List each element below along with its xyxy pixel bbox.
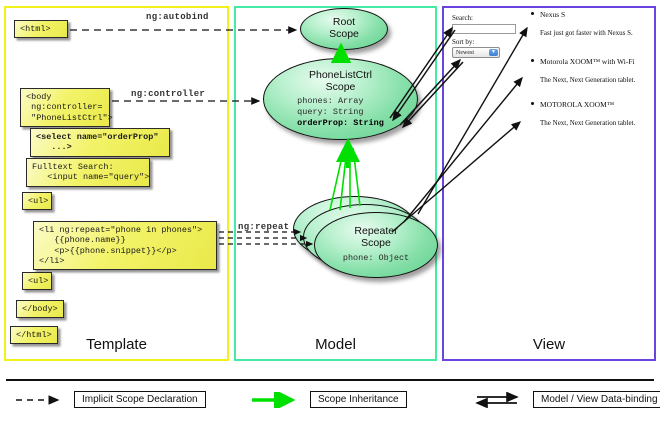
phone-name: MOTOROLA XOOM™	[540, 100, 615, 109]
edge-label-ng-controller: ng:controller	[131, 89, 206, 99]
legend-label-implicit-scope-declaration: Implicit Scope Declaration	[74, 391, 206, 408]
scope-prop-orderprop: orderProp: String	[297, 117, 384, 128]
panel-model-label: Model	[315, 336, 356, 353]
scope-prop-phones: phones: Array	[297, 96, 364, 107]
scope-prop-query: query: String	[297, 106, 364, 117]
code-box-html-open: <html>	[14, 20, 68, 39]
legend-label-scope-inheritance: Scope Inheritance	[310, 391, 407, 408]
edge-label-ng-autobind: ng:autobind	[146, 12, 209, 22]
code-box-select: <select name="orderProp" ...>	[30, 128, 170, 157]
bullet-icon	[531, 12, 534, 15]
green-arrow-icon	[250, 388, 302, 411]
chevron-down-icon[interactable]: ▼	[489, 49, 498, 56]
legend-item-model-view-data-binding: Model / View Data-binding	[473, 391, 660, 408]
phone-name: Nexus S	[540, 10, 566, 19]
view-search-label: Search:	[452, 14, 473, 22]
legend-item-implicit-scope-declaration: Implicit Scope Declaration	[14, 391, 206, 408]
legend-divider	[6, 379, 654, 381]
legend-label-model-view-data-binding: Model / View Data-binding	[533, 391, 660, 408]
code-box-li-ng-repeat: <li ng:repeat="phone in phones"> {{phone…	[33, 221, 217, 271]
sort-by-selected-value: Newest	[456, 49, 474, 56]
search-input[interactable]	[452, 24, 516, 34]
scope-prop-phone: phone: Object	[342, 252, 410, 263]
code-box-ul-close: <ul>	[22, 272, 52, 291]
scope-phonelistctrl-props: phones: Array query: String orderProp: S…	[297, 96, 384, 128]
code-box-html-close: </html>	[10, 326, 58, 345]
code-box-fulltext-search: Fulltext Search: <input name="query">	[26, 158, 150, 187]
scope-repeater-props: phone: Object	[343, 253, 409, 264]
edge-label-ng-repeat: ng:repeat	[238, 222, 290, 232]
phone-list-item[interactable]: Motorola XOOM™ with Wi-Fi	[531, 57, 656, 66]
bullet-icon	[531, 59, 534, 62]
code-box-body-close: </body>	[16, 300, 64, 319]
phone-list-item[interactable]: Nexus S	[531, 10, 656, 19]
phone-snippet: The Next, Next Generation tablet.	[540, 76, 636, 84]
phone-name: Motorola XOOM™ with Wi-Fi	[540, 57, 635, 66]
phone-snippet: Fast just got faster with Nexus S.	[540, 29, 633, 37]
double-arrow-icon	[473, 391, 525, 408]
phone-snippet: The Next, Next Generation tablet.	[540, 119, 636, 127]
phone-list-item[interactable]: MOTOROLA XOOM™	[531, 100, 656, 109]
dashed-arrow-icon	[14, 392, 66, 408]
panel-view-label: View	[532, 336, 566, 353]
legend-item-scope-inheritance: Scope Inheritance	[250, 388, 407, 411]
view-sort-label: Sort by:	[452, 38, 475, 46]
sort-by-select[interactable]: Newest ▼	[452, 47, 500, 58]
bullet-icon	[531, 102, 534, 105]
code-box-ul-open: <ul>	[22, 192, 52, 211]
panel-template-label: Template	[86, 336, 147, 353]
code-box-body-open: <body ng:controller= "PhoneListCtrl">	[20, 88, 113, 128]
